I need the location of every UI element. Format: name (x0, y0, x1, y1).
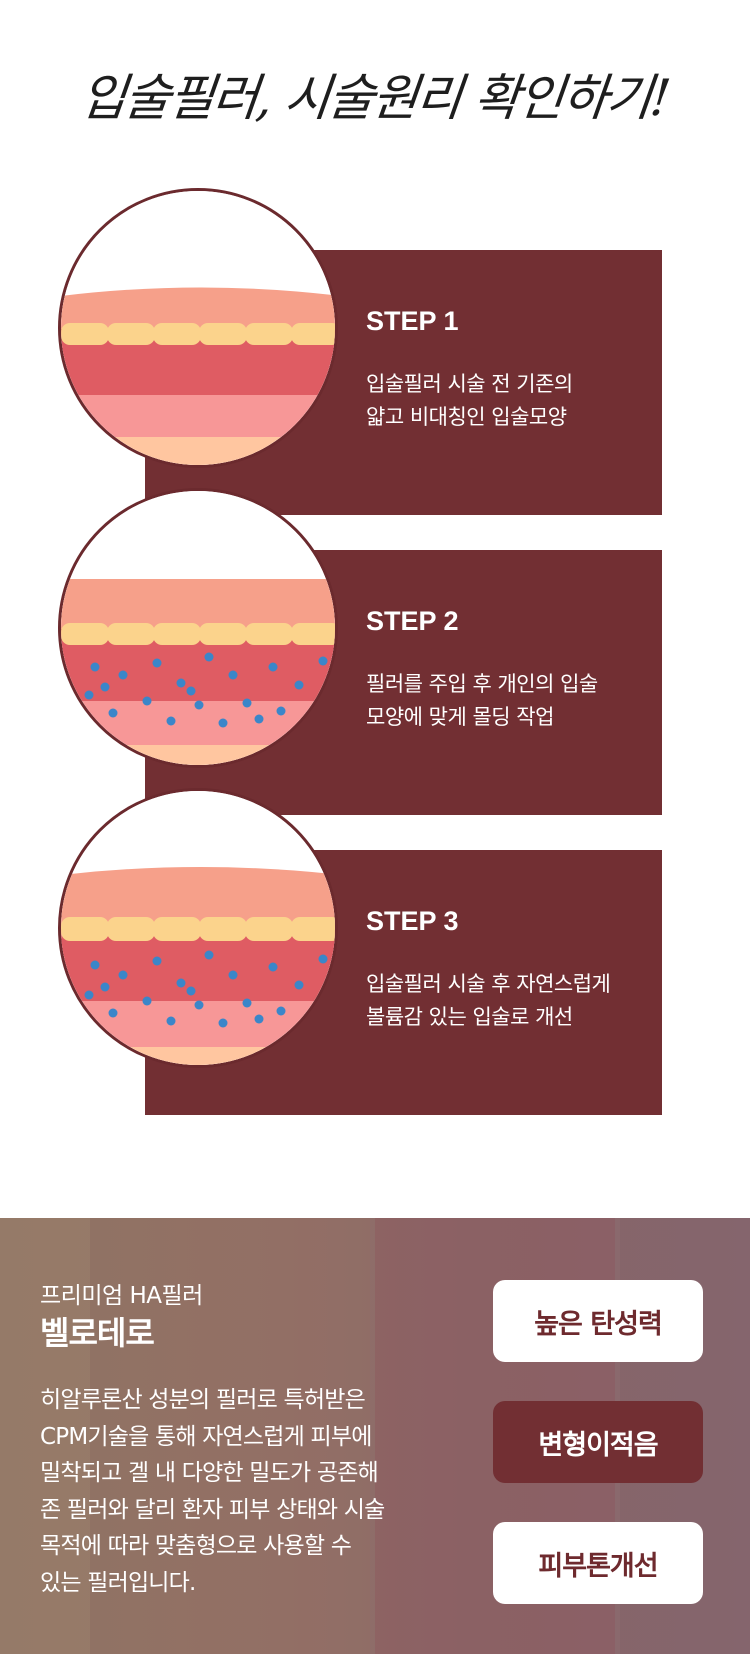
step-description: 필러를 주입 후 개인의 입술 모양에 맞게 몰딩 작업 (366, 668, 598, 734)
step-description: 입술필러 시술 후 자연스럽게 볼륨감 있는 입술로 개선 (366, 968, 611, 1034)
product-description: 히알루론산 성분의 필러로 특허받은 CPM기술을 통해 자연스럽게 피부에 밀… (40, 1382, 440, 1601)
lip-cross-section-illustration (58, 488, 338, 768)
step-title: STEP 3 (366, 906, 459, 936)
step-1-card: STEP 1 입술필러 시술 전 기존의 얇고 비대칭인 입술모양 (0, 188, 750, 515)
product-name: 벨로테로 (40, 1314, 155, 1352)
background-decoration (90, 1218, 370, 1654)
step-title: STEP 1 (366, 306, 459, 336)
step-description-line: 필러를 주입 후 개인의 입술 (366, 672, 598, 696)
feature-badge-low-deformation: 변형이적음 (493, 1401, 703, 1483)
product-description-line: 있는 필러입니다. (40, 1569, 196, 1596)
step-description: 입술필러 시술 전 기존의 얇고 비대칭인 입술모양 (366, 368, 573, 434)
step-description-line: 볼륨감 있는 입술로 개선 (366, 1005, 573, 1029)
feature-badge-elasticity: 높은 탄성력 (493, 1280, 703, 1362)
step-description-line: 입술필러 시술 전 기존의 (366, 372, 573, 396)
step-description-line: 얇고 비대칭인 입술모양 (366, 405, 567, 429)
background-decoration (0, 1218, 90, 1654)
page-headline: 입술필러, 시술원리 확인하기! (77, 69, 672, 127)
step-description-line: 입술필러 시술 후 자연스럽게 (366, 972, 611, 996)
step-2-card: STEP 2 필러를 주입 후 개인의 입술 모양에 맞게 몰딩 작업 (0, 488, 750, 815)
feature-badge-skin-tone: 피부톤개선 (493, 1522, 703, 1604)
lip-cross-section-illustration (58, 188, 338, 468)
product-subtitle: 프리미엄 HA필러 (40, 1283, 203, 1309)
product-description-line: CPM기술을 통해 자연스럽게 피부에 (40, 1423, 372, 1450)
step-title: STEP 2 (366, 606, 459, 636)
product-description-line: 밀착되고 겔 내 다양한 밀도가 공존해 (40, 1460, 379, 1486)
product-description-line: 존 필러와 달리 환자 피부 상태와 시술 (40, 1496, 385, 1523)
step-3-card: STEP 3 입술필러 시술 후 자연스럽게 볼륨감 있는 입술로 개선 (0, 788, 750, 1115)
product-description-line: 히알루론산 성분의 필러로 특허받은 (40, 1387, 366, 1413)
lip-cross-section-illustration (58, 788, 338, 1068)
step-description-line: 모양에 맞게 몰딩 작업 (366, 705, 554, 729)
product-description-line: 목적에 따라 맞춤형으로 사용할 수 (40, 1533, 352, 1559)
product-section: 프리미엄 HA필러 벨로테로 히알루론산 성분의 필러로 특허받은 CPM기술을… (0, 1218, 750, 1654)
